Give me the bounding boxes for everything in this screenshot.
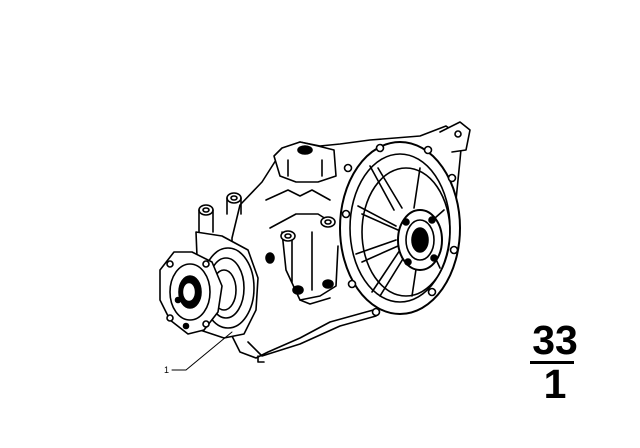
drive-flange <box>159 251 223 335</box>
group-number-divider <box>530 361 574 364</box>
group-number-bottom: 1 <box>543 361 567 407</box>
callout-leader-1 <box>171 331 233 371</box>
callout-number-1: 1 <box>164 365 169 375</box>
differential-cover <box>339 121 471 317</box>
group-number-top: 33 <box>532 317 578 363</box>
